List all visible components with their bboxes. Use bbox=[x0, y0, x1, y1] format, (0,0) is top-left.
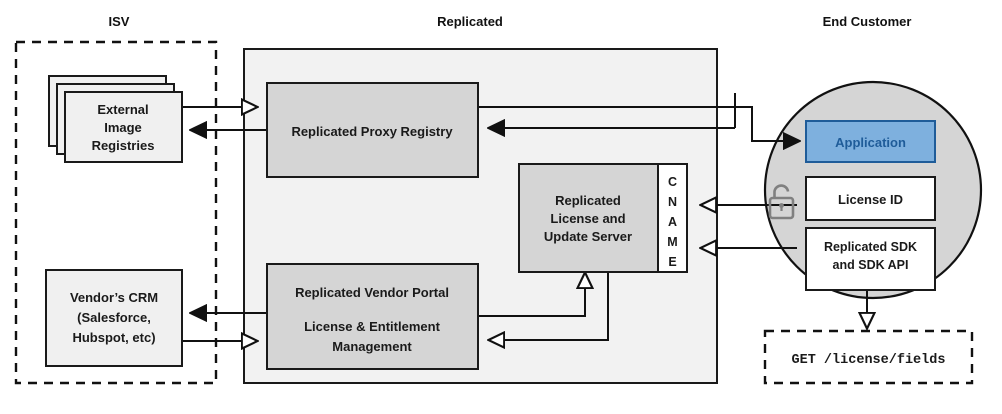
license-server-label-line1: Replicated bbox=[555, 193, 621, 208]
vendor-crm-node: Vendor’s CRM (Salesforce, Hubspot, etc) bbox=[45, 269, 183, 367]
application-box bbox=[805, 120, 936, 163]
vendor-crm-box bbox=[45, 269, 183, 367]
unlocked-padlock-icon bbox=[768, 184, 795, 220]
replicated-vendor-portal-node: Replicated Vendor Portal License & Entit… bbox=[266, 263, 479, 370]
vendor-crm-label-line1: Vendor’s CRM bbox=[70, 290, 158, 305]
zone-title-isv: ISV bbox=[109, 14, 130, 29]
sdk-box bbox=[805, 227, 936, 291]
vendor-crm-label-line3: Hubspot, etc) bbox=[72, 330, 155, 345]
flow-proxy-to-application bbox=[478, 106, 800, 141]
license-server-box bbox=[518, 163, 659, 273]
api-call-boundary bbox=[763, 329, 974, 385]
license-id-label: License ID bbox=[838, 192, 903, 207]
application-label: Application bbox=[835, 135, 906, 150]
vendor-crm-label-line2: (Salesforce, bbox=[77, 310, 151, 325]
replicated-sdk-node: Replicated SDK and SDK API bbox=[805, 227, 936, 291]
replicated-proxy-registry-node: Replicated Proxy Registry bbox=[266, 82, 479, 178]
cname-letter-a: A bbox=[668, 215, 677, 229]
vendor-portal-label-line1: Replicated Vendor Portal bbox=[295, 285, 449, 300]
external-image-registries-node: External Image Registries bbox=[48, 75, 183, 163]
cname-box bbox=[657, 163, 688, 273]
registries-label-line2: Image bbox=[104, 120, 142, 135]
vendor-portal-label-line3: Management bbox=[332, 339, 412, 354]
registries-label-line1: External bbox=[97, 102, 148, 117]
license-server-label-line2: License and bbox=[550, 211, 625, 226]
sdk-label-line2: and SDK API bbox=[833, 258, 909, 272]
sdk-label-line1: Replicated SDK bbox=[824, 240, 917, 254]
cname-strip: C N A M E bbox=[657, 163, 688, 273]
zone-title-replicated: Replicated bbox=[437, 14, 503, 29]
registry-stack-front bbox=[64, 91, 183, 163]
cname-letter-n: N bbox=[668, 195, 677, 209]
isv-zone-boundary bbox=[14, 40, 218, 385]
application-node: Application bbox=[805, 120, 936, 163]
proxy-registry-label: Replicated Proxy Registry bbox=[291, 124, 453, 139]
zone-title-end-customer: End Customer bbox=[823, 14, 912, 29]
vendor-portal-label-line2: License & Entitlement bbox=[304, 319, 440, 334]
replicated-license-update-server-node: Replicated License and Update Server bbox=[518, 163, 659, 273]
cname-letter-e: E bbox=[668, 255, 676, 269]
license-server-label-line3: Update Server bbox=[544, 229, 632, 244]
registries-label-line3: Registries bbox=[92, 138, 155, 153]
license-id-node: License ID bbox=[805, 176, 936, 221]
cname-letter-m: M bbox=[667, 235, 677, 249]
proxy-registry-box bbox=[266, 82, 479, 178]
vendor-portal-box bbox=[266, 263, 479, 370]
cname-letter-c: C bbox=[668, 175, 677, 189]
license-id-box bbox=[805, 176, 936, 221]
api-call-node: GET /license/fields bbox=[763, 329, 974, 385]
flow-license-server-to-vendor-portal bbox=[488, 267, 609, 340]
flow-vendor-portal-to-license-server bbox=[478, 272, 585, 317]
api-call-label: GET /license/fields bbox=[792, 353, 946, 368]
